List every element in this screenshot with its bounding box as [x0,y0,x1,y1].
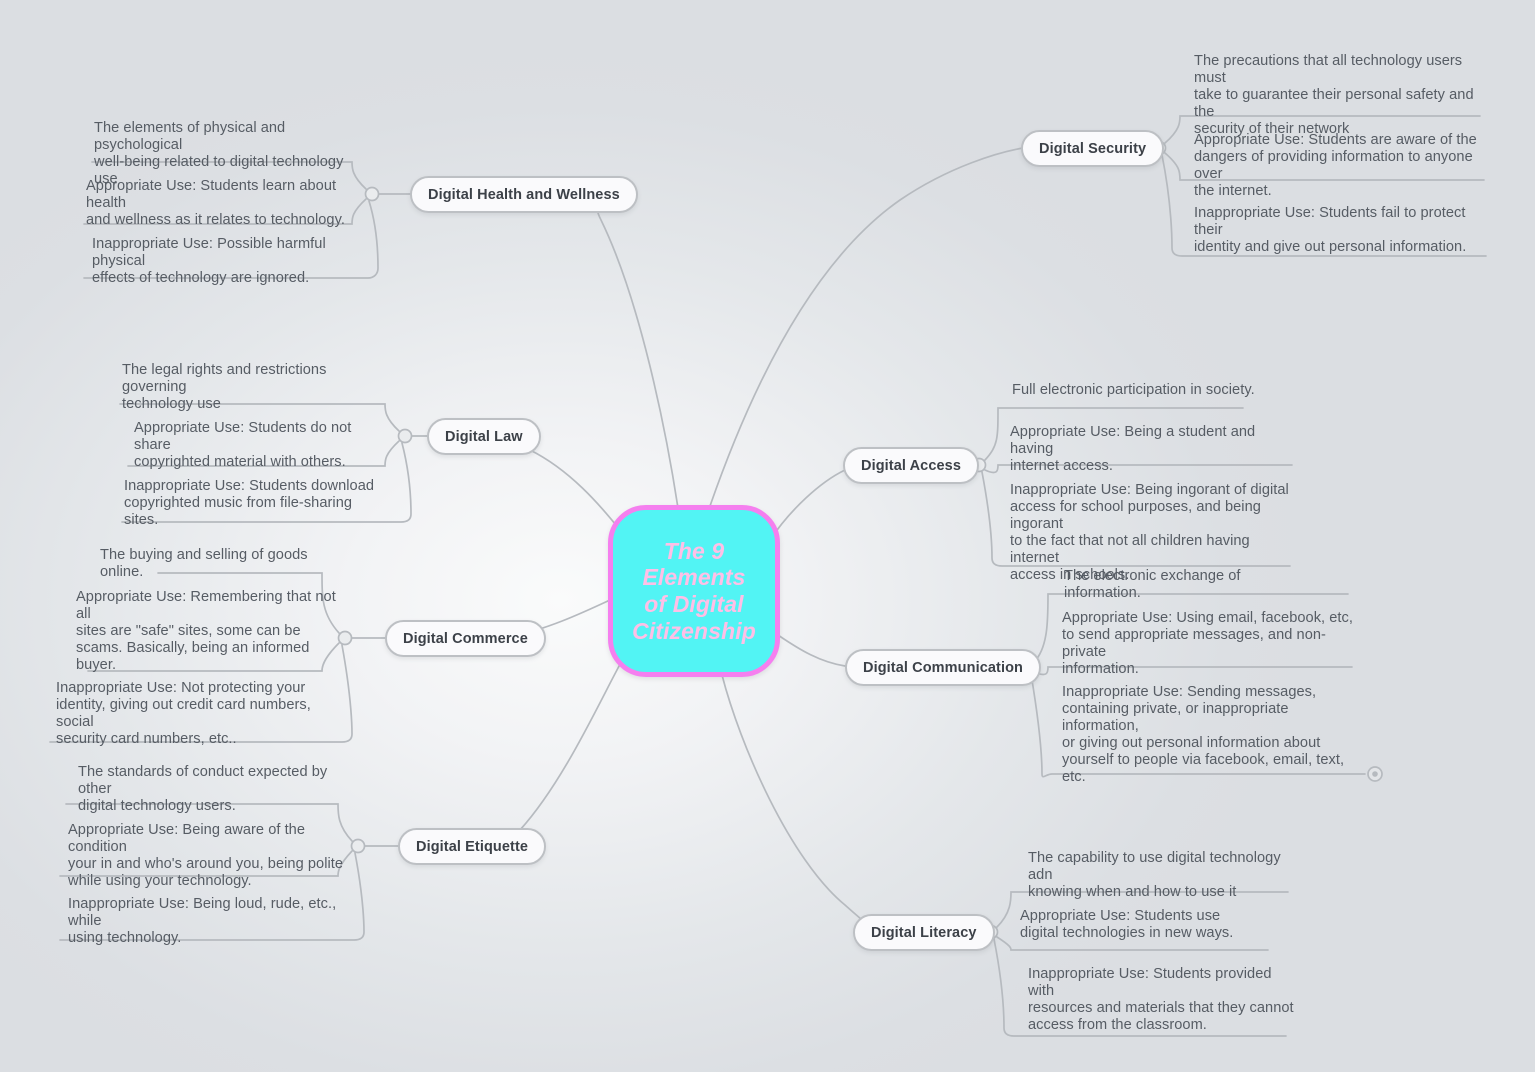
branch-digital-law[interactable]: Digital Law [427,418,541,455]
branch-label: Digital Literacy [871,924,977,941]
junction-digital-health-and-wellness [364,186,380,202]
junction-digital-etiquette [350,838,366,854]
trunk-digital-health-and-wellness [595,195,679,509]
branch-digital-security[interactable]: Digital Security [1021,130,1165,167]
branch-label: Digital Communication [863,659,1023,676]
trunk-digital-literacy [721,674,864,922]
leaf-dlaw-appropriate-use[interactable]: Appropriate Use: Students do not share c… [134,420,352,471]
leaf-dcm-appropriate-use[interactable]: Appropriate Use: Using email, facebook, … [1062,610,1353,678]
leaf-dcom-appropriate-use[interactable]: Appropriate Use: Remembering that not al… [76,589,336,674]
branch-digital-health-and-wellness[interactable]: Digital Health and Wellness [410,176,638,213]
trunk-digital-access [769,464,855,541]
leaf-dacc-appropriate-use[interactable]: Appropriate Use: Being a student and hav… [1010,424,1256,475]
branch-digital-commerce[interactable]: Digital Commerce [385,620,546,657]
leaf-dlaw-description[interactable]: The legal rights and restrictions govern… [122,362,327,413]
leaf-dcm-inappropriate-use[interactable]: Inappropriate Use: Sending messages, con… [1062,684,1345,786]
leaf-dlaw-inappropriate-use[interactable]: Inappropriate Use: Students download cop… [124,478,375,529]
leaf-dsec-description[interactable]: The precautions that all technology user… [1194,53,1474,138]
branch-label: Digital Law [445,428,523,445]
branch-digital-access[interactable]: Digital Access [843,447,979,484]
leaf-det-appropriate-use[interactable]: Appropriate Use: Being aware of the cond… [68,822,344,890]
junction-digital-commerce [337,630,353,646]
branch-label: Digital Etiquette [416,838,529,855]
leaf-dcom-description[interactable]: The buying and selling of goods online. [100,547,308,581]
leaf-dacc-inappropriate-use[interactable]: Inappropriate Use: Being ingorant of dig… [1010,482,1289,584]
center-node[interactable]: The 9 Elements of Digital Citizenship [608,505,780,677]
leaf-det-description[interactable]: The standards of conduct expected by oth… [78,764,328,815]
collapse-handle[interactable] [1367,766,1383,782]
branch-label: Digital Access [861,457,961,474]
leaf-dacc-description[interactable]: Full electronic participation in society… [1012,382,1255,398]
leaf-dlit-inappropriate-use[interactable]: Inappropriate Use: Students provided wit… [1028,966,1294,1034]
leaf-dsec-appropriate-use[interactable]: Appropriate Use: Students are aware of t… [1194,132,1477,200]
branch-label: Digital Health and Wellness [428,186,620,203]
branch-digital-literacy[interactable]: Digital Literacy [853,914,995,951]
leaf-dsec-inappropriate-use[interactable]: Inappropriate Use: Students fail to prot… [1194,205,1467,256]
center-node-title: The 9 Elements of Digital Citizenship [632,537,756,644]
leaf-det-inappropriate-use[interactable]: Inappropriate Use: Being loud, rude, etc… [68,896,337,947]
trunk-digital-etiquette [504,654,626,846]
leaf-dlit-appropriate-use[interactable]: Appropriate Use: Students use digital te… [1020,908,1234,942]
leaf-dcom-inappropriate-use[interactable]: Inappropriate Use: Not protecting your i… [56,680,311,748]
leaf-dhw-inappropriate-use[interactable]: Inappropriate Use: Possible harmful phys… [92,236,326,287]
leaf-dlit-description[interactable]: The capability to use digital technology… [1028,850,1281,901]
leaf-dhw-appropriate-use[interactable]: Appropriate Use: Students learn about he… [86,178,345,229]
branch-digital-etiquette[interactable]: Digital Etiquette [398,828,547,865]
trunk-digital-communication [777,634,854,668]
leaf-dcm-description[interactable]: The electronic exchange of information. [1064,568,1241,602]
branch-label: Digital Security [1039,140,1147,157]
branch-label: Digital Commerce [403,630,528,647]
junction-digital-law [397,428,413,444]
branch-digital-communication[interactable]: Digital Communication [845,649,1041,686]
leaf-dhw-description[interactable]: The elements of physical and psychologic… [94,120,344,188]
